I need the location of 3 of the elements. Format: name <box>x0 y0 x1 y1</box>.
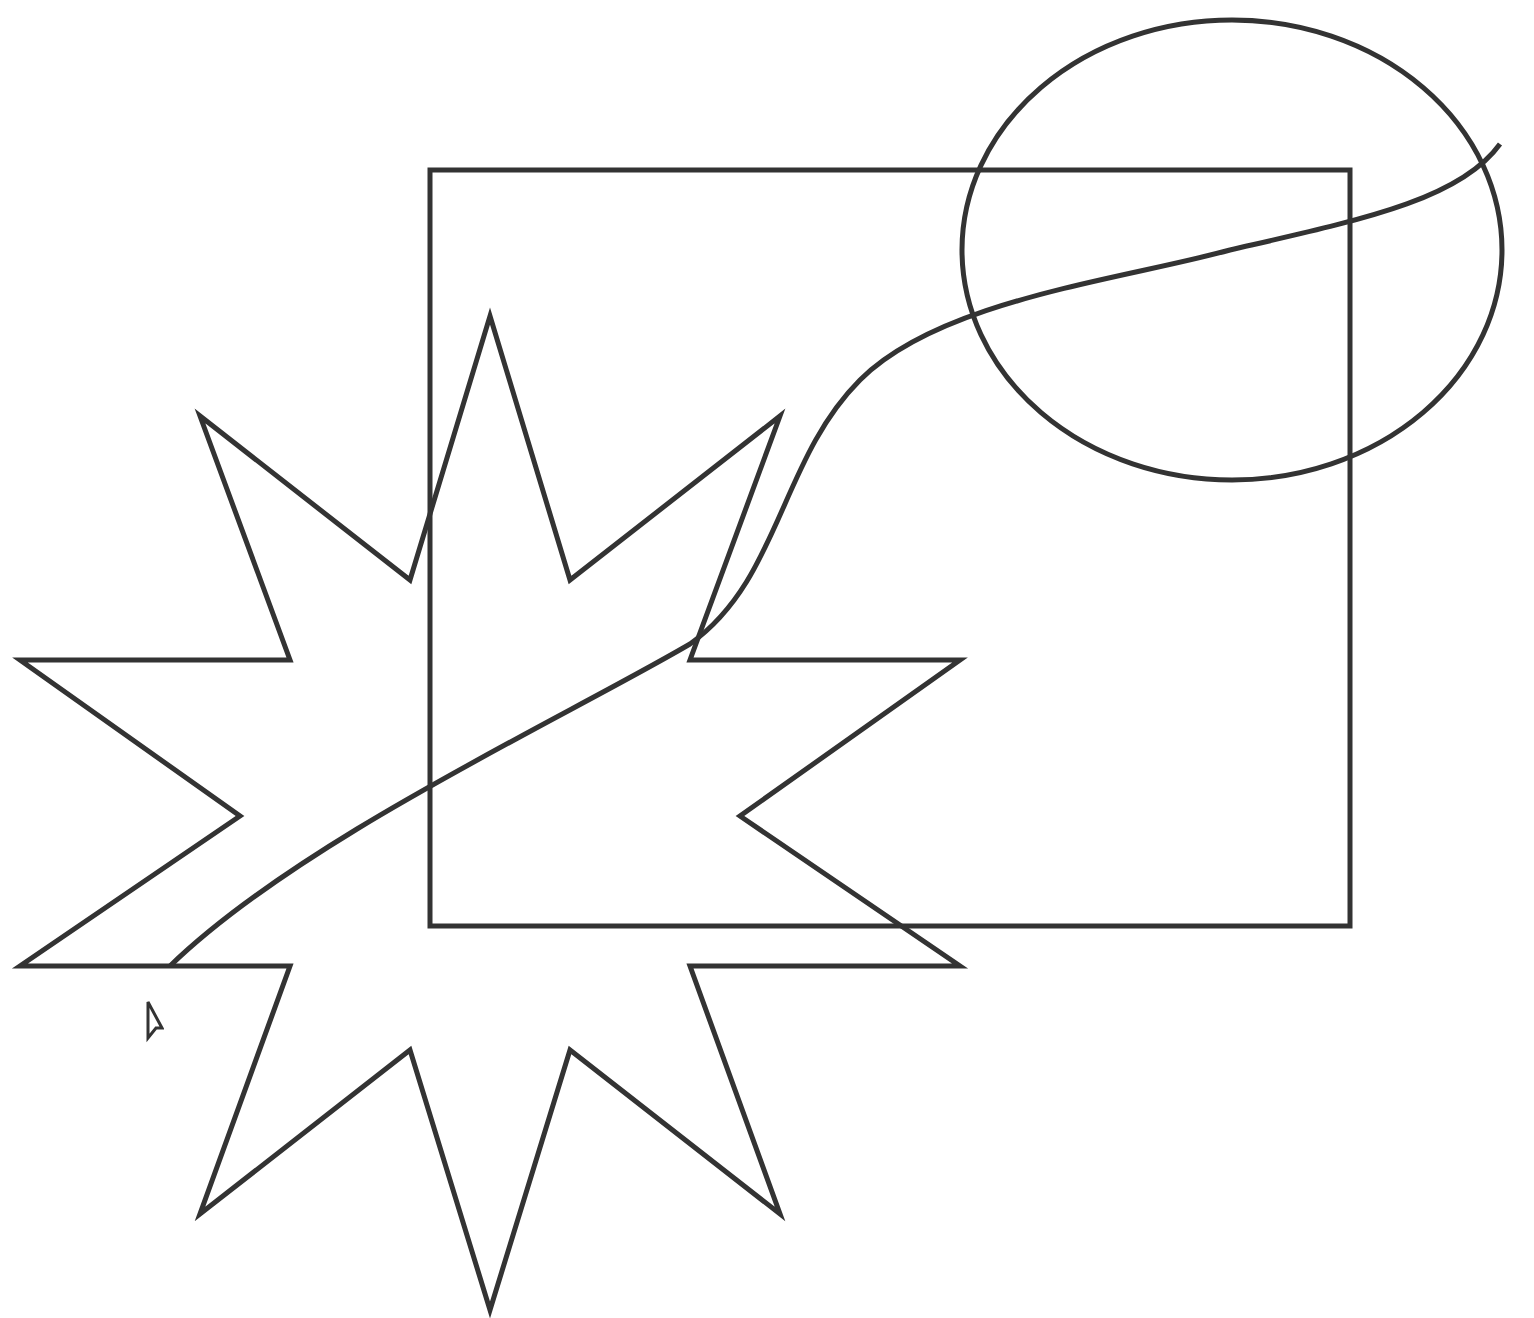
curve-path <box>168 140 1504 970</box>
star-shape <box>16 312 964 1316</box>
ellipse-shape <box>960 18 1504 482</box>
